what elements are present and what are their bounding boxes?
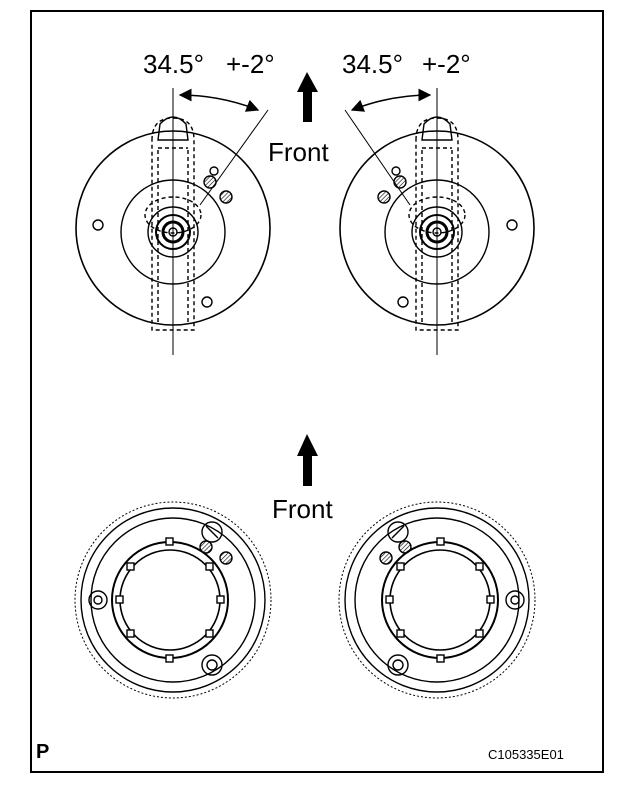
top-right-angle: 34.5° bbox=[342, 49, 404, 79]
top-left-plate bbox=[75, 88, 271, 355]
front-arrow-bottom bbox=[297, 434, 318, 486]
front-label-bottom: Front bbox=[272, 494, 333, 524]
front-label-top: Front bbox=[268, 137, 329, 167]
corner-mark: P bbox=[36, 741, 50, 763]
figure-code: C105335E01 bbox=[488, 747, 564, 762]
bottom-right-assembly bbox=[338, 501, 536, 699]
top-left-angle: 34.5° bbox=[143, 49, 205, 79]
top-right-tolerance: +-2° bbox=[422, 49, 471, 79]
figure-frame bbox=[30, 10, 604, 773]
top-right-plate bbox=[339, 88, 535, 355]
bottom-left-assembly bbox=[74, 501, 272, 699]
front-arrow-top bbox=[297, 72, 318, 122]
top-left-tolerance: +-2° bbox=[226, 49, 275, 79]
